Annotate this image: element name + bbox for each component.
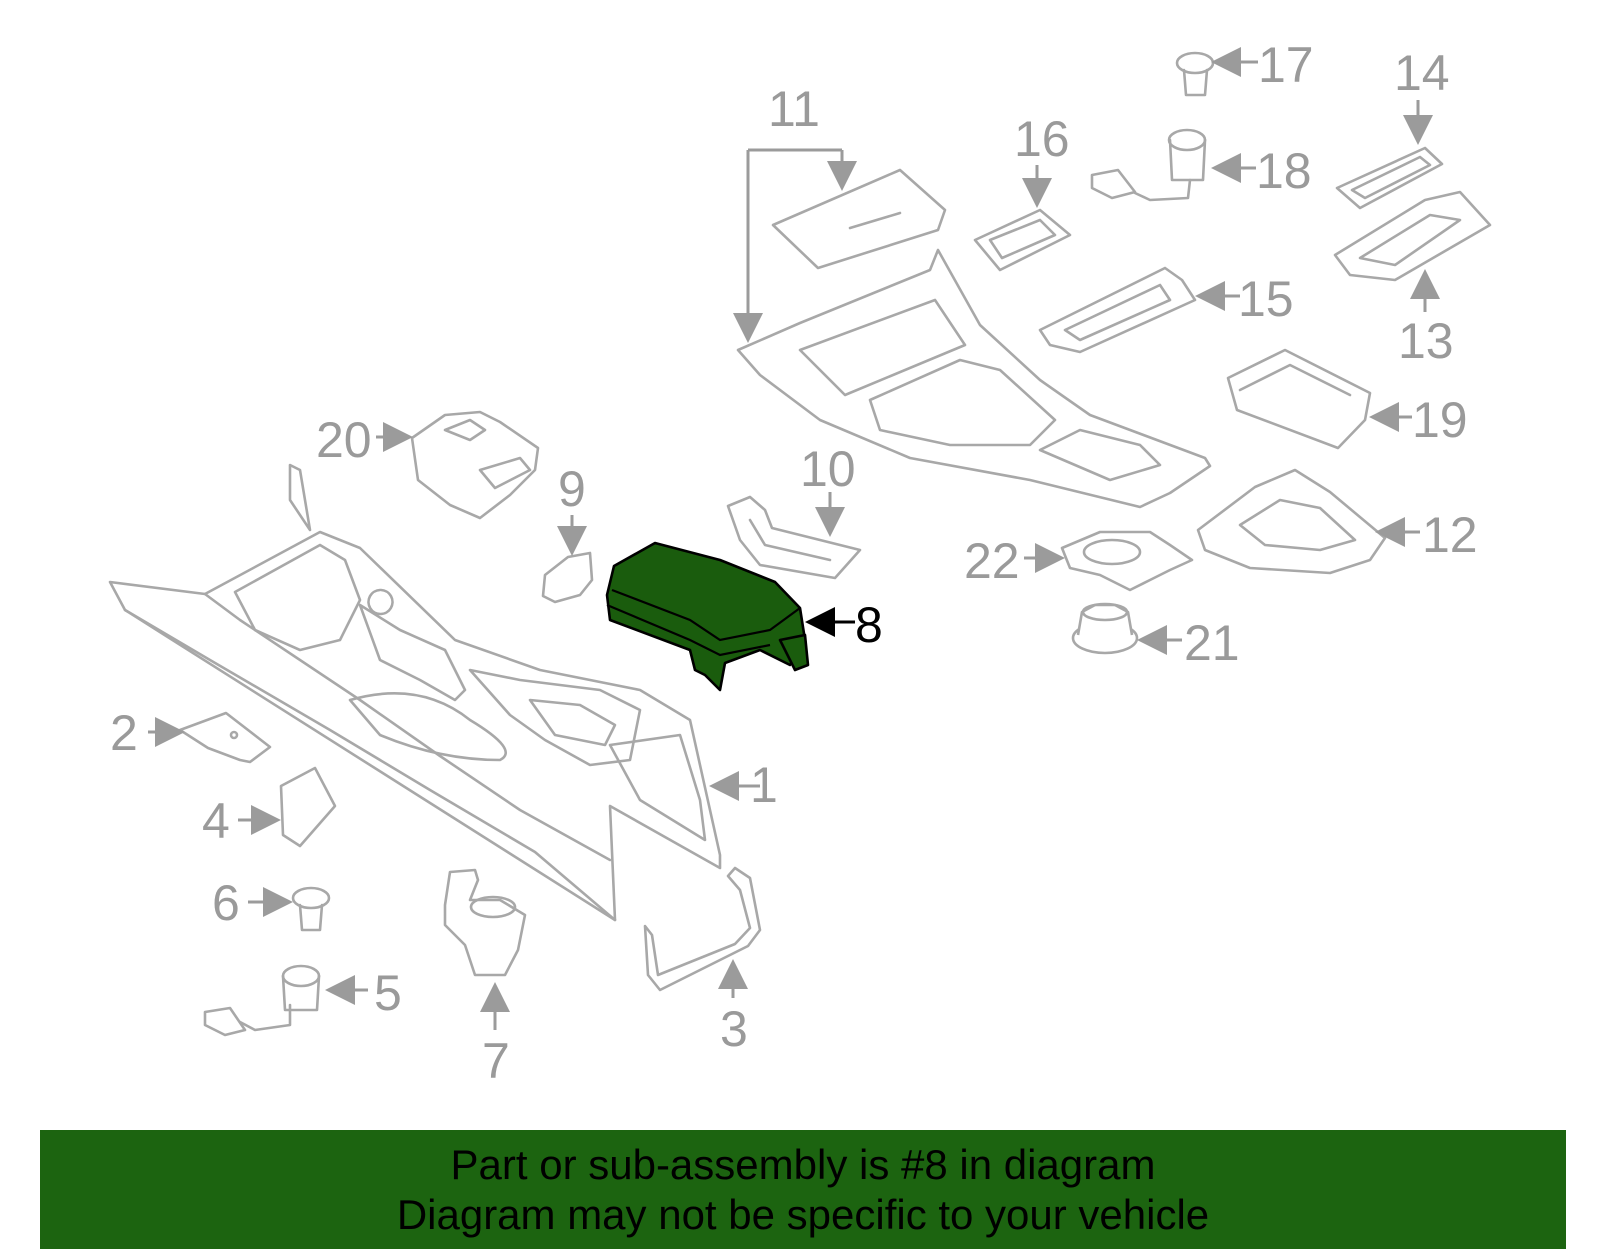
callout-10: 10	[800, 441, 856, 537]
footer-line-2: Diagram may not be specific to your vehi…	[396, 1191, 1210, 1238]
part-17-plug	[1175, 51, 1215, 97]
part-9-clip	[541, 551, 594, 604]
callout-8-label: 8	[855, 597, 883, 653]
part-11-console-trim	[736, 168, 1212, 509]
svg-text:16: 16	[1014, 111, 1070, 167]
footer-line-1: Part or sub-assembly is #8 in diagram	[450, 1141, 1156, 1188]
callout-17: 17	[1211, 37, 1314, 93]
part-6-plug	[291, 886, 331, 932]
part-5-socket-with-harness	[203, 964, 321, 1037]
part-16-mat	[973, 208, 1072, 272]
svg-text:4: 4	[202, 793, 230, 849]
callout-15: 15	[1195, 271, 1294, 327]
part-18-socket-with-harness	[1090, 128, 1207, 202]
callout-8: 8	[805, 597, 883, 653]
part-19-bin	[1226, 348, 1372, 450]
svg-text:6: 6	[212, 875, 240, 931]
callout-22: 22	[964, 533, 1065, 589]
footer-banner: Part or sub-assembly is #8 in diagram Di…	[40, 1130, 1566, 1249]
svg-text:11: 11	[768, 81, 820, 137]
callout-19: 19	[1369, 392, 1468, 448]
callout-21: 21	[1137, 615, 1240, 671]
svg-text:2: 2	[110, 705, 138, 761]
part-4-panel	[279, 766, 337, 848]
svg-text:14: 14	[1394, 45, 1450, 101]
part-12-shift-bezel	[1196, 468, 1387, 575]
svg-text:9: 9	[558, 461, 586, 517]
callout-7: 7	[480, 982, 510, 1089]
callout-11: 11	[733, 81, 857, 343]
svg-text:12: 12	[1422, 507, 1478, 563]
svg-text:5: 5	[374, 965, 402, 1021]
callout-5: 5	[325, 965, 402, 1021]
part-7-cup-holder	[443, 868, 527, 977]
svg-text:13: 13	[1398, 313, 1454, 369]
part-22-knob-bezel	[1060, 530, 1194, 592]
part-2-bracket	[178, 711, 272, 764]
part-10-trim-strip	[726, 495, 862, 580]
callout-14: 14	[1394, 45, 1450, 145]
callout-2: 2	[110, 705, 185, 761]
svg-text:7: 7	[482, 1033, 510, 1089]
callout-16: 16	[1014, 111, 1070, 208]
svg-text:21: 21	[1184, 615, 1240, 671]
part-8-armrest-lid[interactable]	[605, 541, 810, 692]
callout-4: 4	[202, 793, 281, 849]
svg-text:18: 18	[1256, 143, 1312, 199]
callout-6: 6	[212, 875, 293, 931]
callout-3: 3	[718, 959, 748, 1057]
callout-20: 20	[316, 412, 413, 468]
svg-text:17: 17	[1258, 37, 1314, 93]
svg-text:20: 20	[316, 412, 372, 468]
part-15-storage-tray	[1038, 266, 1197, 354]
part-14-insert	[1335, 146, 1444, 210]
part-21-knob	[1071, 602, 1139, 655]
svg-text:10: 10	[800, 441, 856, 497]
svg-text:3: 3	[720, 1001, 748, 1057]
part-3-frame-bracket	[643, 866, 762, 992]
svg-text:22: 22	[964, 533, 1020, 589]
callout-18: 18	[1211, 143, 1312, 199]
part-20-module	[410, 410, 540, 520]
callout-9: 9	[557, 461, 587, 556]
callout-13: 13	[1398, 269, 1454, 369]
svg-text:1: 1	[750, 757, 778, 813]
part-1-center-console	[108, 463, 722, 922]
part-13-tray	[1333, 190, 1492, 282]
callout-1: 1	[709, 757, 778, 813]
parts-diagram: 1 2 3 4 5 6	[108, 37, 1492, 1089]
svg-text:19: 19	[1412, 392, 1468, 448]
svg-text:15: 15	[1238, 271, 1294, 327]
callout-12: 12	[1375, 507, 1478, 563]
